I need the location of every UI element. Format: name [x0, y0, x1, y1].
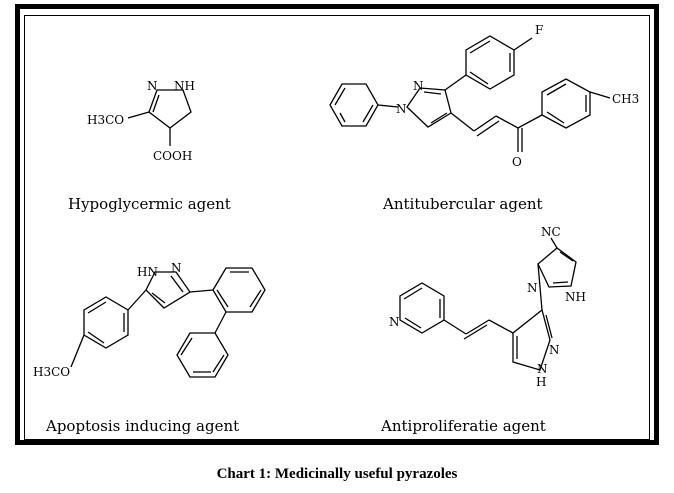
agent-label-apoptosis: Apoptosis inducing agent — [45, 417, 239, 435]
figure-inner-border — [24, 15, 650, 440]
atom-label-nh: NH — [174, 79, 195, 93]
agent-label-hypoglycemic: Hypoglycermic agent — [68, 195, 231, 213]
atom-label-n: N — [147, 79, 158, 93]
atom-label-n1: N — [396, 102, 407, 116]
agent-label-antitubercular: Antitubercular agent — [382, 195, 543, 213]
atom-label-o: O — [512, 155, 522, 169]
figure-frame — [15, 4, 659, 445]
structure-antitubercular — [329, 35, 611, 152]
atom-label-imidazole-n: N — [527, 281, 538, 295]
atom-label-n: N — [171, 261, 182, 275]
atom-label-nc: NC — [541, 225, 561, 239]
atom-label-methoxy: H3CO — [87, 113, 124, 127]
agent-label-antiproliferative: Antiproliferatie agent — [380, 417, 546, 435]
atom-label-cooh: COOH — [153, 149, 192, 163]
atom-label-hn: HN — [137, 265, 158, 279]
atom-label-n2: N — [413, 79, 424, 93]
structure-hypoglycemic — [127, 89, 192, 146]
structure-apoptosis — [70, 267, 266, 378]
figure-caption: Chart 1: Medicinally useful pyrazoles — [216, 466, 458, 482]
atom-label-pyrazole-nh-h: H — [536, 375, 546, 389]
atom-label-pyridine-n: N — [389, 315, 400, 329]
atom-label-ch3: CH3 — [612, 92, 639, 106]
structure-antiproliferative — [399, 237, 577, 371]
atom-label-f: F — [535, 23, 543, 37]
atom-label-imidazole-nh: NH — [565, 290, 586, 304]
atom-label-methoxy: H3CO — [33, 365, 70, 379]
atom-label-pyrazole-n: N — [549, 343, 560, 357]
atom-label-pyrazole-nh-n: N — [537, 362, 548, 376]
